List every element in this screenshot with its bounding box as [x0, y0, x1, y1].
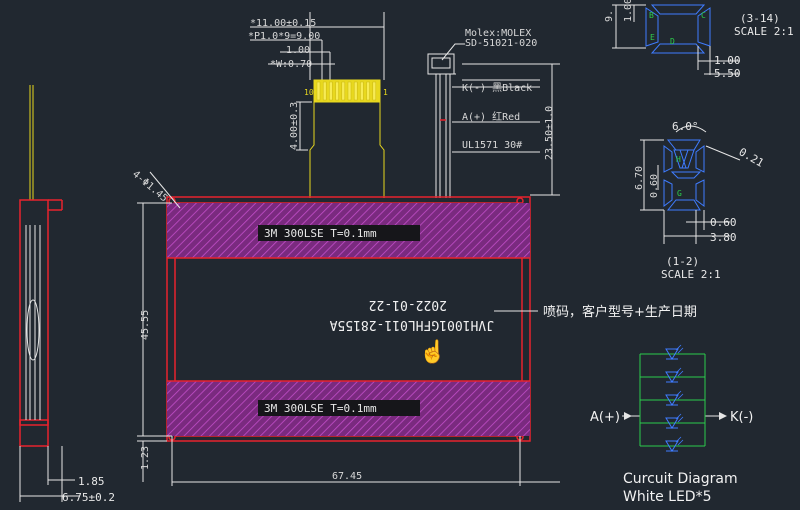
circuit-title: Curcuit Diagram: [623, 471, 738, 487]
segment-d-label: D: [670, 37, 675, 46]
circuit-cathode-label: K(-): [730, 410, 753, 425]
circuit-anode-label: A(+): [590, 410, 620, 425]
connector-wires: Molex:MOLEX SD-51021-020 K(-) 黑Black A(+…: [427, 28, 560, 198]
led-symbol: [640, 436, 705, 452]
fpc-pad: [360, 81, 364, 101]
led-symbol: [640, 390, 705, 406]
svg-text:G: G: [677, 189, 682, 198]
connector-part-label: SD-51021-020: [465, 38, 537, 49]
led-symbol: [640, 344, 705, 360]
segment-detail-top: B C D E 9. 1.00 1.00 5.50 (3-14) SCALE 2…: [604, 0, 794, 80]
height-dim-label: 45.55: [140, 310, 151, 340]
segment-top-scale: SCALE 2:1: [734, 25, 794, 38]
segment-mid-r-label: 0.21: [737, 145, 766, 170]
segment-top-dim-a-label: 1.00: [623, 0, 634, 22]
tape-top-label: 3M 300LSE T=0.1mm: [264, 227, 377, 240]
main-panel: 3M 300LSE T=0.1mm 3M 300LSE T=0.1mm 2022…: [130, 169, 697, 486]
fpc-tail: *11.00±0.15 *P1.0*9=9.00 1.00 *W:0.70 10…: [248, 12, 388, 198]
fpc-pad: [372, 81, 377, 101]
segment-mid-dim-h-label: 6.70: [634, 166, 645, 190]
print-date-label: 2022-01-22: [369, 297, 447, 312]
offset-dim-label: 1.23: [140, 446, 151, 470]
fpc-tail-length-label: 4.00±0.3: [289, 102, 300, 150]
wire-k-label: K(-) 黑Black: [462, 82, 532, 94]
segment-detail-mid: H G 6.70 0.60 6.0° 0.21 0.60 3.80 (1-2) …: [634, 120, 766, 281]
hole-label: 4-Φ1.45: [130, 169, 169, 205]
fpc-pad: [316, 81, 321, 101]
fpc-pad: [347, 81, 352, 101]
side-thickness-label: 1.85: [78, 475, 105, 488]
connector-brand-label: Molex:MOLEX: [465, 28, 531, 39]
fpc-pitch-count-label: *P1.0*9=9.00: [248, 31, 320, 42]
segment-b-label: B: [649, 11, 654, 20]
circuit-diagram: A(+) K(-) Curcuit Diagram White LED*5: [590, 344, 753, 505]
fpc-pin-last-label: 1: [383, 88, 388, 97]
segment-top-dim-b-label: 5.50: [714, 67, 741, 80]
fpc-pad-gap-label: 1.00: [286, 45, 310, 56]
print-note-label: 喷码，客户型号+生产日期: [543, 304, 697, 320]
segment-mid-w1-label: 0.60: [710, 216, 737, 229]
segment-mid-dim-s-label: 0.60: [649, 174, 660, 198]
led-symbol: [640, 413, 705, 429]
circuit-subtitle: White LED*5: [623, 489, 712, 505]
segment-mid-angle-label: 6.0°: [672, 120, 699, 133]
hand-cursor-icon: ☝: [419, 338, 446, 365]
fpc-pad: [341, 81, 346, 101]
side-view: 1.85 6.75±0.2: [19, 85, 115, 504]
segment-mid-scale-ref: (1-2): [666, 255, 699, 268]
fpc-pitch-width-label: *11.00±0.15: [250, 18, 316, 29]
fpc-pin-first-label: 10: [304, 88, 314, 97]
segment-top-scale-ref: (3-14): [740, 12, 780, 25]
led-symbol: [640, 367, 705, 383]
svg-text:E: E: [650, 33, 655, 42]
segment-mid-scale: SCALE 2:1: [661, 268, 721, 281]
segment-top-dim-a2-label: 1.00: [714, 54, 741, 67]
fpc-pad: [322, 81, 327, 101]
wire-spec-label: UL1571 30#: [462, 140, 522, 151]
print-code-label: JVH1001GFHL011-28155A: [329, 317, 494, 332]
tape-bottom-label: 3M 300LSE T=0.1mm: [264, 402, 377, 415]
fpc-pad: [335, 81, 339, 101]
segment-mid-w2-label: 3.80: [710, 231, 737, 244]
width-dim-label: 67.45: [332, 471, 362, 482]
wire-length-label: 23.50±1.0: [544, 106, 555, 160]
segment-top-dim-c-label: 9.: [604, 10, 615, 22]
wire-a-label: A(+) 红Red: [462, 110, 520, 123]
fpc-pad: [366, 81, 370, 101]
fpc-pad-width-label: *W:0.70: [270, 59, 312, 70]
svg-text:C: C: [701, 11, 706, 20]
svg-text:H: H: [676, 155, 681, 164]
fpc-pad: [353, 81, 358, 101]
fpc-pad: [329, 81, 333, 101]
side-total-thickness-label: 6.75±0.2: [62, 491, 115, 504]
